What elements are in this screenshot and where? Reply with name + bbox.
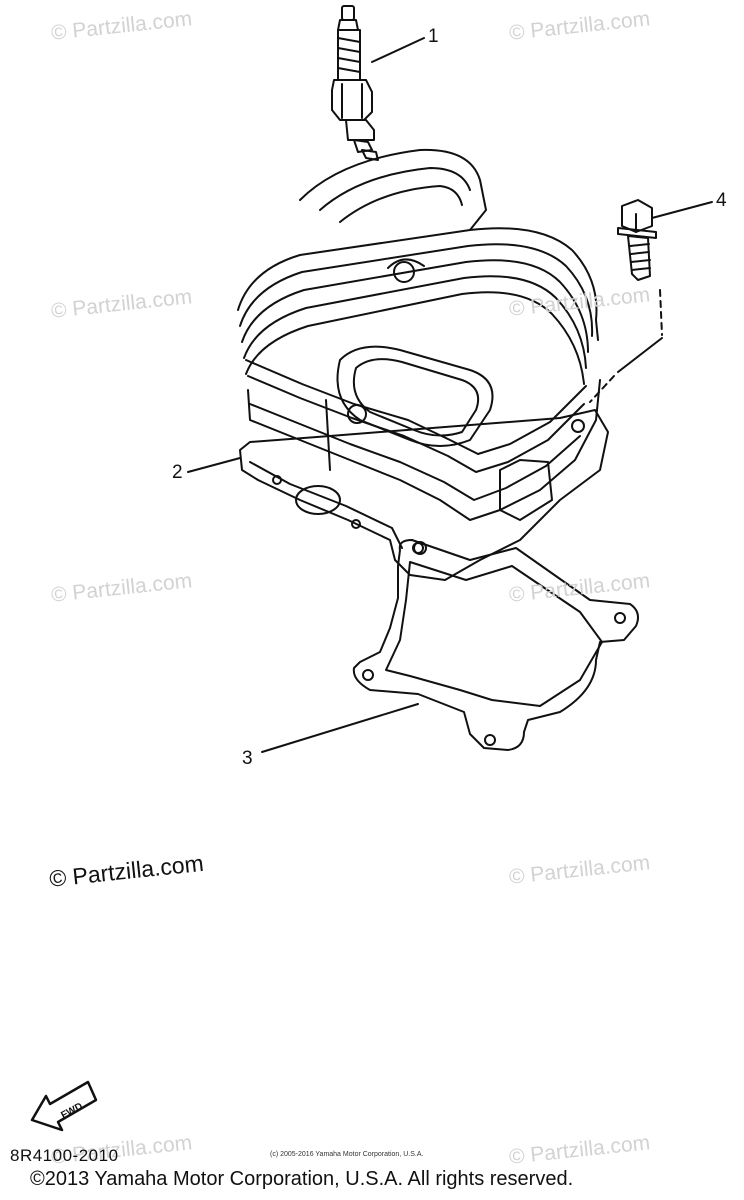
spark-plug-icon bbox=[331, 5, 379, 161]
bolt-icon bbox=[617, 199, 657, 281]
svg-text:FWD: FWD bbox=[59, 1101, 84, 1121]
diagram-code: 8R4100-2010 bbox=[10, 1146, 119, 1165]
callout-3: 3 bbox=[242, 748, 253, 769]
copyright-notice: ©2013 Yamaha Motor Corporation, U.S.A. A… bbox=[30, 1168, 574, 1190]
gasket-icon bbox=[352, 539, 639, 751]
callout-4: 4 bbox=[716, 190, 727, 211]
small-copyright: (c) 2005-2016 Yamaha Motor Corporation, … bbox=[270, 1151, 424, 1158]
callout-2: 2 bbox=[172, 462, 183, 483]
fwd-arrow-icon: FWD bbox=[30, 1080, 98, 1132]
cylinder-head-icon bbox=[237, 148, 609, 581]
callout-1: 1 bbox=[428, 26, 439, 47]
